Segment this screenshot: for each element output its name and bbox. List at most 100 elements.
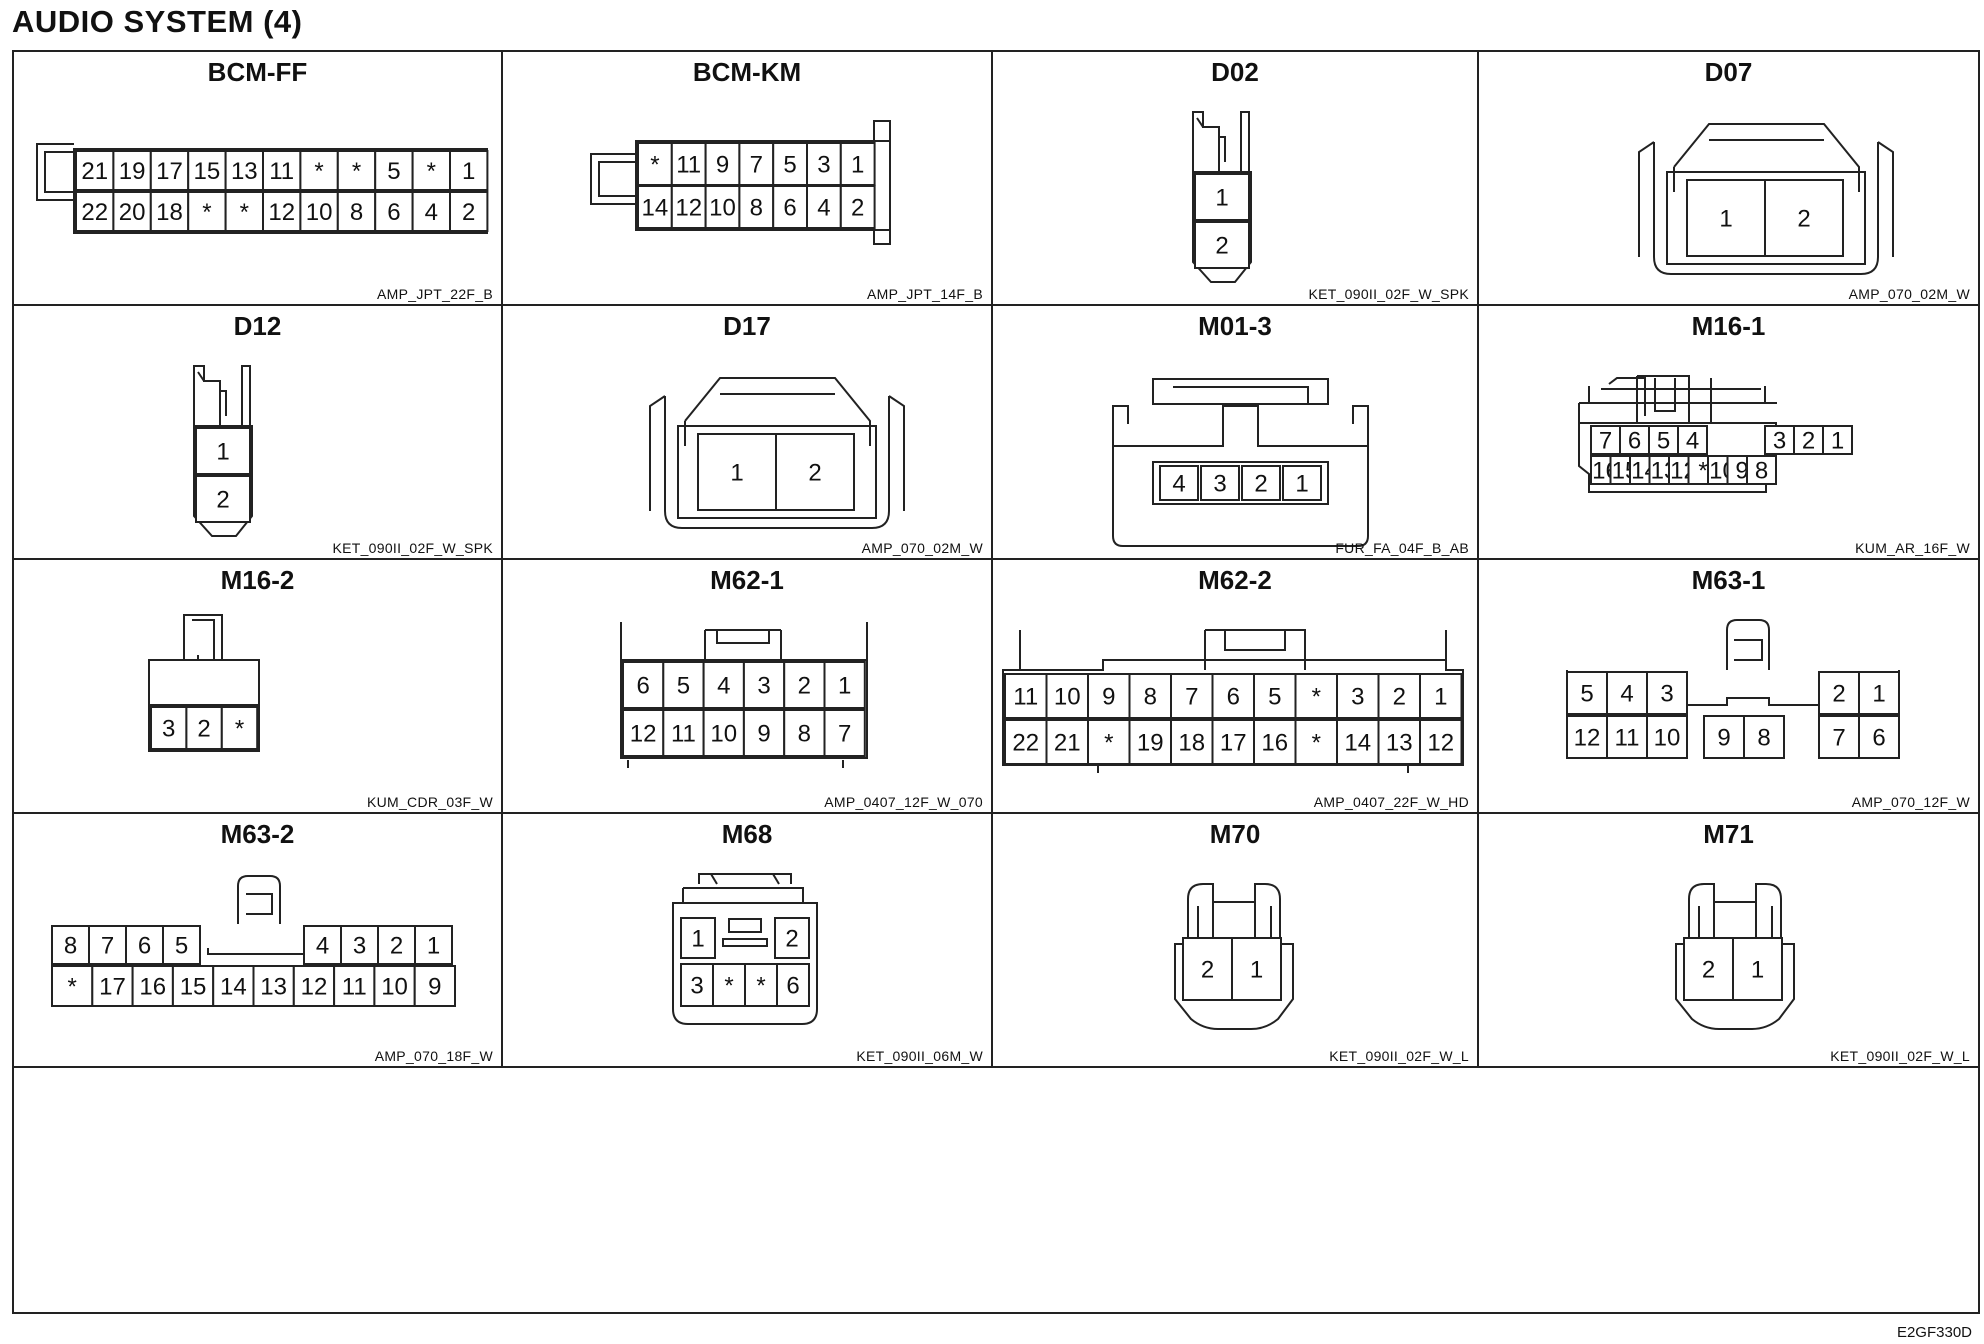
pin-number: 19	[119, 158, 146, 185]
pin-number: 13	[260, 974, 287, 1001]
pin-number: *	[202, 199, 211, 226]
connector-name: BCM-FF	[207, 57, 308, 87]
pin-cavity: 11	[670, 142, 707, 186]
pin-cavity: 1	[1282, 465, 1322, 501]
pin-number: 11	[1013, 684, 1038, 711]
pin-number: *	[352, 158, 361, 185]
pin-cavity: 9	[1703, 715, 1745, 759]
pin-cavity: 8	[783, 709, 826, 757]
pin-number: 13	[231, 158, 258, 185]
pin-cavity: 9	[704, 142, 741, 186]
pin-number: 2	[1201, 957, 1214, 984]
pin-number: 8	[1757, 725, 1770, 752]
pin-number: 10	[1654, 725, 1681, 752]
connector-housing	[1197, 902, 1272, 956]
pin-cavity: 3	[1336, 673, 1380, 719]
pin-cavity: 4	[1606, 671, 1648, 715]
pin-cavity: 7	[1170, 673, 1214, 719]
pin-number: 5	[783, 152, 796, 179]
pin-number: 10	[381, 974, 408, 1001]
pin-number: 5	[175, 933, 188, 960]
connector-housing	[1097, 660, 1409, 773]
pin-number: 21	[81, 158, 108, 185]
connector-name: M63-1	[1691, 565, 1766, 595]
pin-number: 8	[350, 199, 363, 226]
pin-number: 14	[1344, 730, 1371, 757]
pin-number: 17	[156, 158, 183, 185]
pin-cavity: 9	[413, 965, 457, 1007]
pin-number: 14	[642, 195, 669, 222]
pin-cavity: 6	[125, 925, 164, 965]
pin-number: 6	[1628, 428, 1641, 455]
pin-number: 1	[851, 152, 864, 179]
connector-name: M16-2	[220, 565, 295, 595]
pin-number: 3	[690, 973, 703, 1000]
pin-cavity: *	[51, 965, 94, 1007]
pin-cavity: 2	[783, 661, 826, 709]
pin-cavity: 3	[680, 963, 714, 1007]
pin-number: 9	[716, 152, 729, 179]
pin-cavity: 4	[806, 185, 842, 229]
pin-cavity: 19	[112, 150, 152, 191]
connector-code: AMP_070_18F_W	[374, 1048, 493, 1064]
connector-housing	[1019, 629, 1447, 670]
page-title: AUDIO SYSTEM (4)	[12, 4, 303, 39]
pin-number: 9	[757, 721, 770, 748]
pin-number: *	[1312, 684, 1321, 711]
pin-number: 6	[387, 199, 400, 226]
pin-number: 2	[1832, 681, 1845, 708]
pin-cavity: 3	[1764, 425, 1795, 455]
pin-cavity: 21	[75, 150, 115, 191]
connector-name: BCM-KM	[692, 57, 802, 87]
pin-number: 1	[427, 933, 440, 960]
connector-housing	[36, 143, 74, 201]
connector-code: KET_090II_02F_W_L	[1830, 1048, 1970, 1064]
pin-number: *	[650, 152, 659, 179]
pin-cavity: 2	[1793, 425, 1824, 455]
connector-code: FUR_FA_04F_B_AB	[1335, 540, 1469, 556]
pin-cavity: 12	[1566, 715, 1608, 759]
pin-number: 5	[1657, 428, 1670, 455]
pin-number: 12	[675, 195, 702, 222]
pin-cavity: 1	[680, 917, 716, 959]
pin-cavity: 14	[637, 185, 673, 229]
connector-code: AMP_0407_12F_W_070	[824, 794, 983, 810]
pin-number: 5	[677, 673, 690, 700]
pin-number: 3	[353, 933, 366, 960]
pin-cavity: *	[411, 150, 452, 191]
pin-cavity: *	[1087, 719, 1131, 765]
pin-number: 5	[1268, 684, 1281, 711]
pin-cavity: 6	[1211, 673, 1255, 719]
pin-cavity: 8	[1128, 673, 1172, 719]
pin-cavity: *	[187, 191, 227, 232]
pin-cavity: 2	[1194, 221, 1250, 269]
pin-cavity: 18	[149, 191, 190, 232]
connector-code: KUM_AR_16F_W	[1855, 540, 1970, 556]
pin-cavity: 2	[774, 917, 810, 959]
pin-cavity: *	[744, 963, 778, 1007]
pin-cavity: 9	[742, 709, 786, 757]
pin-cavity: 1	[1686, 179, 1766, 257]
pin-number: *	[1698, 458, 1707, 485]
connector-housing	[1187, 883, 1281, 956]
pin-number: 15	[180, 974, 207, 1001]
pin-cavity: 13	[252, 965, 295, 1007]
pin-number: *	[756, 973, 765, 1000]
pin-number: 1	[1719, 206, 1732, 233]
pin-cavity: 11	[333, 965, 376, 1007]
pin-number: 12	[301, 974, 328, 1001]
pin-number: 8	[1144, 684, 1157, 711]
connector-code: AMP_JPT_22F_B	[377, 286, 493, 302]
pin-cavity: 2	[1377, 673, 1421, 719]
pin-cavity: 4	[411, 191, 452, 232]
pin-number: 6	[636, 673, 649, 700]
pin-number: 3	[1351, 684, 1364, 711]
empty-area	[14, 1068, 1978, 1312]
